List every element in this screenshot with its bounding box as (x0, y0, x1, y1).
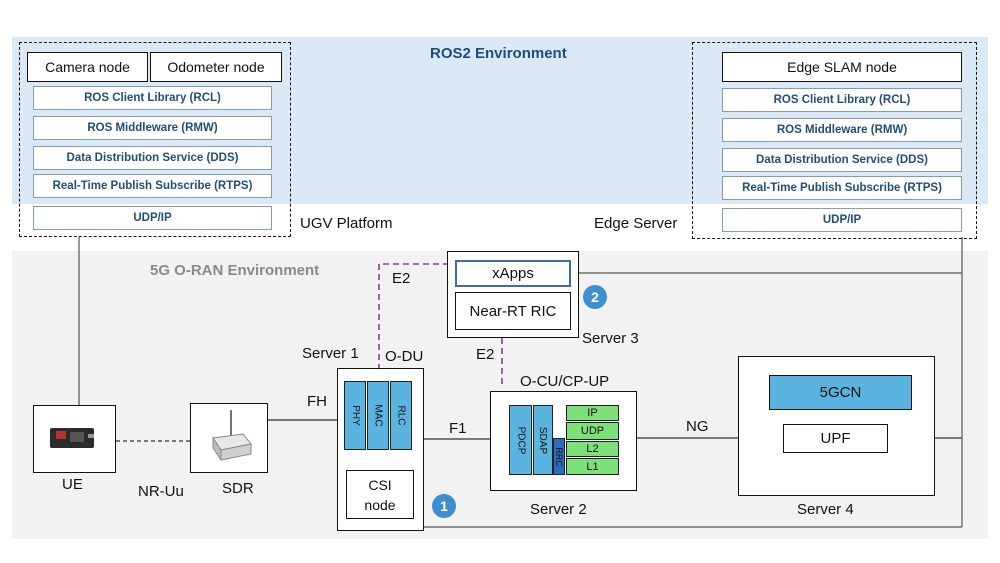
edge-udp-ip-layer: UDP/IP (722, 208, 962, 232)
pdcp-layer: PDCP (509, 405, 532, 475)
badge-2: 2 (583, 285, 607, 309)
ue-box (33, 405, 116, 473)
odu-label: O-DU (385, 348, 424, 365)
ugv-rtps-layer: Real-Time Publish Subscribe (RTPS) (33, 174, 272, 198)
camera-node: Camera node (27, 52, 148, 82)
sdr-box (190, 403, 268, 473)
ip-layer: IP (566, 405, 619, 421)
sdr-device-icon (212, 410, 252, 462)
ugv-udp-ip-layer: UDP/IP (33, 206, 272, 230)
fh-label: FH (307, 393, 327, 410)
badge-1: 1 (432, 494, 456, 518)
server1-label: Server 1 (302, 345, 359, 362)
rrc-layer: RRC (553, 438, 565, 475)
ugv-platform-boundary (19, 42, 291, 237)
edge-server-boundary (692, 42, 977, 239)
ugv-platform-label: UGV Platform (300, 215, 393, 232)
f1-label: F1 (449, 420, 467, 437)
edge-rmw-layer: ROS Middleware (RMW) (722, 118, 962, 142)
e2-link-odu-ric (378, 263, 455, 370)
odometer-node: Odometer node (150, 52, 282, 82)
ugv-rcl-layer: ROS Client Library (RCL) (33, 86, 272, 110)
mac-layer: MAC (367, 381, 389, 450)
e2-label-top: E2 (392, 270, 411, 287)
rlc-layer: RLC (390, 381, 412, 450)
csi-node: CSI node (346, 470, 414, 519)
xapps-box: xApps (455, 260, 571, 287)
near-rt-ric-box: Near-RT RIC (455, 292, 571, 330)
phy-layer: PHY (344, 381, 366, 450)
edge-rcl-layer: ROS Client Library (RCL) (722, 88, 962, 112)
edge-rtps-layer: Real-Time Publish Subscribe (RTPS) (722, 176, 962, 200)
e2-label-mid: E2 (476, 346, 495, 363)
edge-server-label: Edge Server (594, 215, 678, 232)
ocu-label: O-CU/CP-UP (520, 373, 610, 390)
ugv-dds-layer: Data Distribution Service (DDS) (33, 146, 272, 170)
ue-label: UE (62, 476, 83, 493)
ng-label: NG (686, 418, 709, 435)
udp-layer: UDP (566, 422, 619, 440)
sdap-layer: SDAP (533, 405, 553, 475)
edge-dds-layer: Data Distribution Service (DDS) (722, 148, 962, 172)
ue-board-icon (50, 428, 94, 448)
edge-slam-node: Edge SLAM node (722, 52, 962, 82)
ros2-environment-title: ROS2 Environment (430, 45, 567, 62)
server4-label: Server 4 (797, 501, 854, 518)
5gcn-box: 5GCN (769, 375, 912, 410)
server2-label: Server 2 (530, 501, 587, 518)
ugv-rmw-layer: ROS Middleware (RMW) (33, 116, 272, 140)
l1-layer: L1 (566, 458, 619, 475)
l2-layer: L2 (566, 441, 619, 457)
server3-label: Server 3 (582, 330, 639, 347)
upf-box: UPF (783, 424, 888, 453)
oran-environment-title: 5G O-RAN Environment (150, 262, 320, 279)
nr-uu-label: NR-Uu (138, 483, 184, 500)
sdr-label: SDR (222, 480, 254, 497)
